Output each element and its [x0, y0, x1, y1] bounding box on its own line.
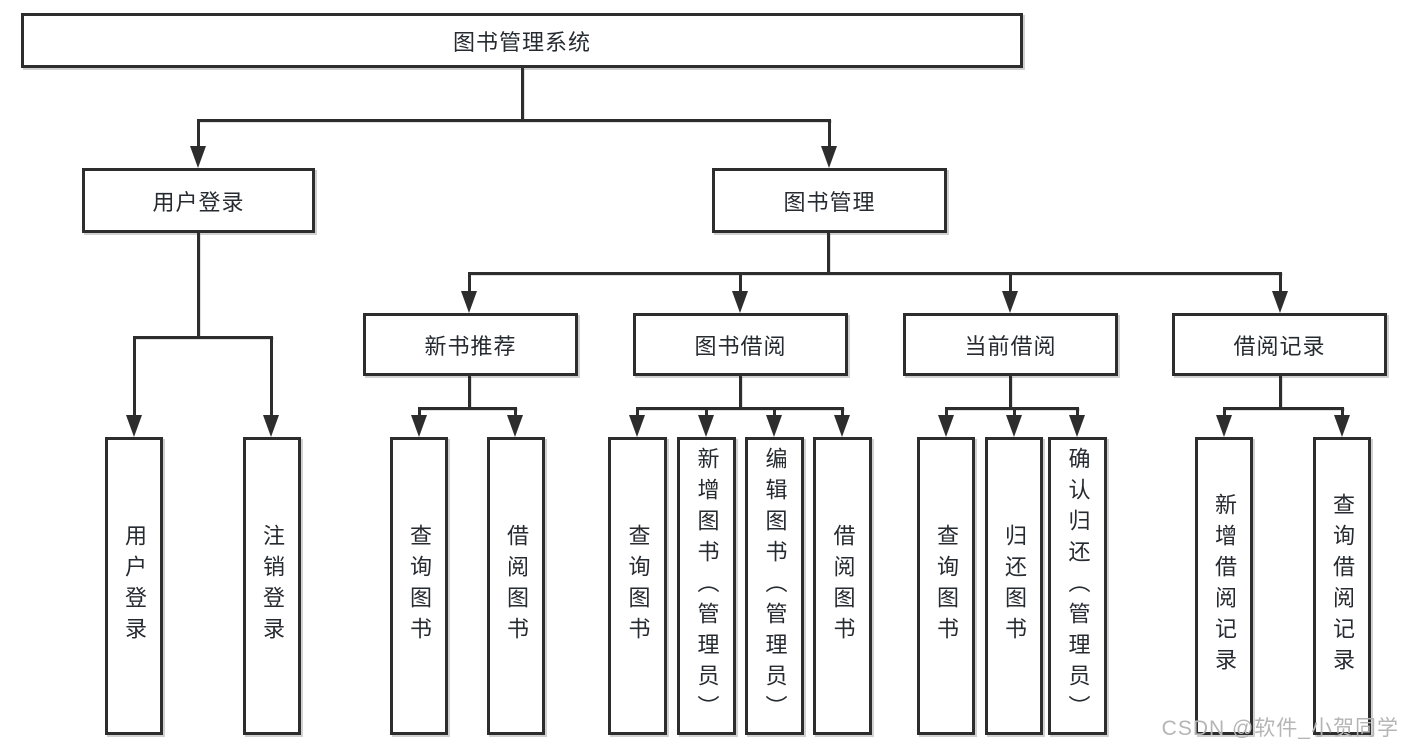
branch-newbook	[418, 407, 517, 410]
arrow-stem	[1013, 407, 1016, 415]
arrow-stem	[945, 407, 948, 415]
arrow-down-icon	[821, 146, 837, 168]
leaf-records-query: 查询借阅记录	[1313, 437, 1371, 735]
arrow-stem	[468, 272, 471, 291]
leaf-borrow-edit-admin: 编辑图书（管理员）	[745, 437, 804, 735]
leaf-newbooks-borrow-label: 借阅图书	[504, 524, 529, 648]
arrow-down-icon	[126, 415, 142, 437]
arrow-down-icon	[411, 415, 427, 437]
node-new-book-recommend: 新书推荐	[363, 313, 578, 376]
leaf-current-query-label: 查询图书	[934, 524, 959, 648]
arrow-down-icon	[1216, 415, 1232, 437]
arrow-down-icon	[1334, 415, 1350, 437]
leaf-newbooks-query: 查询图书	[390, 437, 448, 735]
node-user-login-label: 用户登录	[152, 189, 245, 215]
leaf-borrow-add-admin-label: 新增图书（管理员）	[694, 446, 720, 726]
arrow-stem	[270, 336, 273, 415]
arrow-stem	[514, 407, 517, 415]
leaf-records-add: 新增借阅记录	[1195, 437, 1253, 735]
node-book-borrow: 图书借阅	[633, 313, 848, 376]
leaf-records-add-label: 新增借阅记录	[1212, 493, 1237, 679]
leaf-current-confirm-admin: 确认归还（管理员）	[1048, 437, 1107, 735]
arrow-down-icon	[1272, 291, 1288, 313]
arrow-down-icon	[766, 415, 782, 437]
leaf-newbooks-query-label: 查询图书	[407, 524, 432, 648]
branch-bookmgmt	[469, 272, 1282, 275]
node-current-borrow-label: 当前借阅	[964, 333, 1057, 359]
arrow-down-icon	[1069, 415, 1085, 437]
arrow-down-icon	[629, 415, 645, 437]
leaf-borrow-borrow: 借阅图书	[813, 437, 872, 735]
arrow-down-icon	[834, 415, 850, 437]
arrow-stem	[828, 119, 831, 146]
leaf-records-query-label: 查询借阅记录	[1330, 493, 1355, 679]
leaf-borrow-query-label: 查询图书	[625, 524, 651, 648]
connector-newbook-stem	[468, 376, 471, 407]
arrow-stem	[418, 407, 421, 415]
arrow-stem	[1009, 272, 1012, 291]
leaf-current-return-label: 归还图书	[1002, 524, 1027, 648]
leaf-logout: 注销登录	[243, 437, 301, 735]
node-book-borrow-label: 图书借阅	[694, 333, 787, 359]
arrow-stem	[1076, 407, 1079, 415]
node-root: 图书管理系统	[21, 13, 1023, 68]
connector-current-stem	[1009, 376, 1012, 407]
arrow-stem	[705, 407, 708, 415]
arrow-down-icon	[1002, 291, 1018, 313]
arrow-down-icon	[461, 291, 477, 313]
arrow-stem	[1341, 407, 1344, 415]
arrow-stem	[841, 407, 844, 415]
leaf-user-login: 用户登录	[105, 437, 163, 735]
branch-current	[945, 407, 1079, 410]
arrow-stem	[636, 407, 639, 415]
arrow-down-icon	[732, 291, 748, 313]
leaf-borrow-edit-admin-label: 编辑图书（管理员）	[762, 446, 788, 726]
node-book-management: 图书管理	[712, 168, 947, 233]
node-current-borrow: 当前借阅	[903, 313, 1118, 376]
leaf-user-login-label: 用户登录	[122, 524, 147, 648]
connector-bookmgmt-stem	[827, 233, 830, 272]
arrow-stem	[773, 407, 776, 415]
arrow-down-icon	[263, 415, 279, 437]
arrow-stem	[1223, 407, 1226, 415]
arrow-down-icon	[190, 146, 206, 168]
arrow-down-icon	[938, 415, 954, 437]
arrow-down-icon	[698, 415, 714, 437]
branch-records	[1223, 407, 1344, 410]
leaf-logout-label: 注销登录	[260, 524, 285, 648]
leaf-newbooks-borrow: 借阅图书	[487, 437, 545, 735]
branch-userlogin	[133, 336, 273, 339]
node-borrow-records-label: 借阅记录	[1233, 333, 1326, 359]
arrow-down-icon	[1006, 415, 1022, 437]
leaf-borrow-borrow-label: 借阅图书	[830, 524, 856, 648]
leaf-current-return: 归还图书	[985, 437, 1043, 735]
node-user-login: 用户登录	[82, 168, 315, 233]
arrow-stem	[133, 336, 136, 415]
branch-level1	[197, 119, 831, 122]
connector-records-stem	[1279, 376, 1282, 407]
csdn-watermark: CSDN @软件_小贺同学	[1161, 717, 1399, 740]
leaf-borrow-add-admin: 新增图书（管理员）	[677, 437, 736, 735]
arrow-stem	[1279, 272, 1282, 291]
branch-borrow	[636, 407, 844, 410]
node-root-label: 图书管理系统	[452, 29, 591, 55]
node-borrow-records: 借阅记录	[1172, 313, 1387, 376]
leaf-current-query: 查询图书	[917, 437, 975, 735]
node-book-management-label: 图书管理	[783, 189, 876, 215]
leaf-borrow-query: 查询图书	[608, 437, 667, 735]
node-new-book-recommend-label: 新书推荐	[424, 333, 517, 359]
connector-userlogin-stem	[197, 233, 200, 336]
arrow-down-icon	[507, 415, 523, 437]
arrow-stem	[739, 272, 742, 291]
leaf-current-confirm-admin-label: 确认归还（管理员）	[1065, 446, 1091, 726]
connector-root-stem	[521, 68, 524, 119]
connector-borrow-stem	[739, 376, 742, 407]
arrow-stem	[197, 119, 200, 146]
